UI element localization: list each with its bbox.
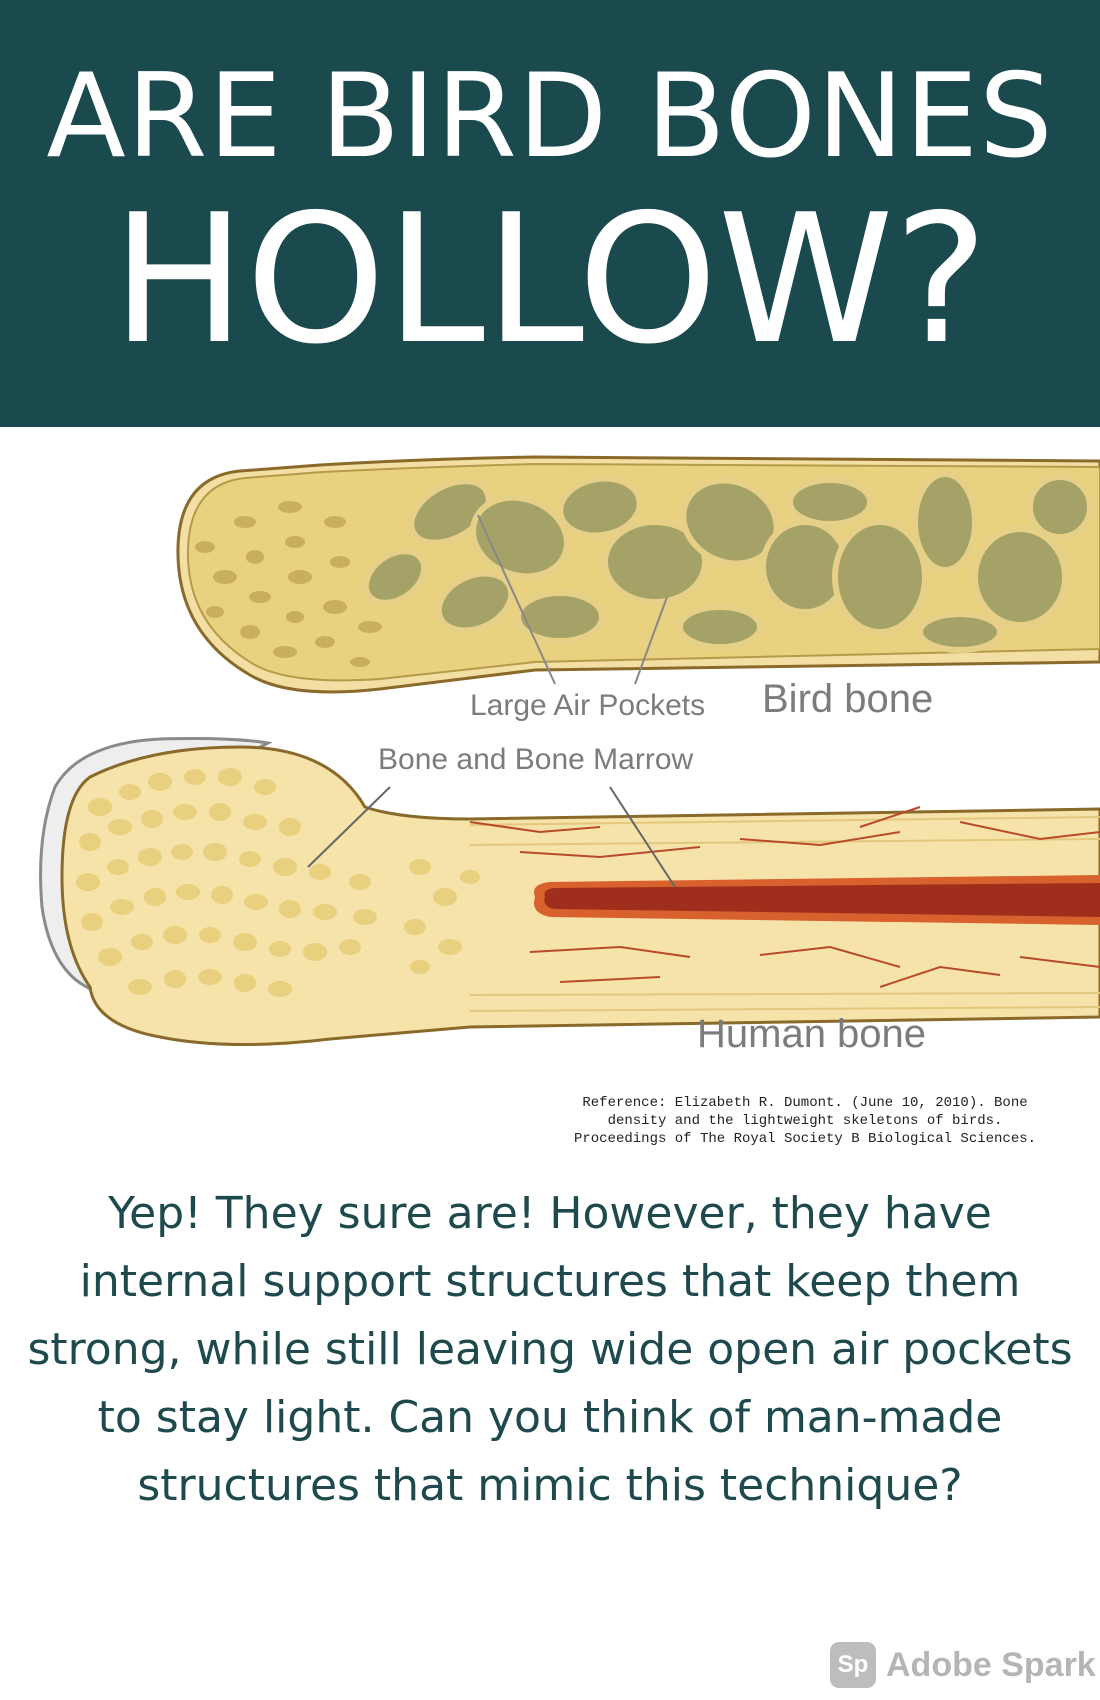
body-line: Yep! They sure are! However, they have: [108, 1188, 992, 1239]
reference-citation: Reference: Elizabeth R. Dumont. (June 10…: [520, 1094, 1090, 1148]
reference-line: Reference: Elizabeth R. Dumont. (June 10…: [582, 1095, 1028, 1111]
title-banner: ARE BIRD BONES HOLLOW?: [0, 0, 1100, 427]
adobe-spark-label: Adobe Spark: [886, 1645, 1096, 1684]
label-human-bone: Human bone: [697, 1012, 927, 1056]
body-line: strong, while still leaving wide open ai…: [27, 1324, 1073, 1375]
human-bone-illustration: [39, 737, 1100, 1047]
label-bone-marrow: Bone and Bone Marrow: [378, 743, 694, 776]
body-line: internal support structures that keep th…: [79, 1256, 1021, 1307]
label-bird-bone: Bird bone: [762, 677, 934, 721]
body-paragraph: Yep! They sure are! However, they have i…: [20, 1180, 1080, 1520]
bird-bone-illustration: [176, 455, 1100, 694]
title-line-1: ARE BIRD BONES: [46, 49, 1054, 184]
label-large-air-pockets: Large Air Pockets: [470, 689, 706, 722]
reference-line: density and the lightweight skeletons of…: [607, 1113, 1003, 1129]
reference-line: Proceedings of The Royal Society B Biolo…: [573, 1131, 1037, 1147]
bone-comparison-diagram: Large Air Pockets Bird bone Bone and Bon…: [0, 427, 1100, 1107]
adobe-spark-icon: Sp: [830, 1642, 876, 1688]
title-line-2: HOLLOW?: [111, 176, 989, 383]
body-line: to stay light. Can you think of man-made: [97, 1392, 1003, 1443]
body-line: structures that mimic this technique?: [137, 1460, 963, 1511]
bone-illustration: [39, 455, 1100, 1047]
adobe-spark-badge[interactable]: Sp Adobe Spark: [830, 1640, 1096, 1690]
